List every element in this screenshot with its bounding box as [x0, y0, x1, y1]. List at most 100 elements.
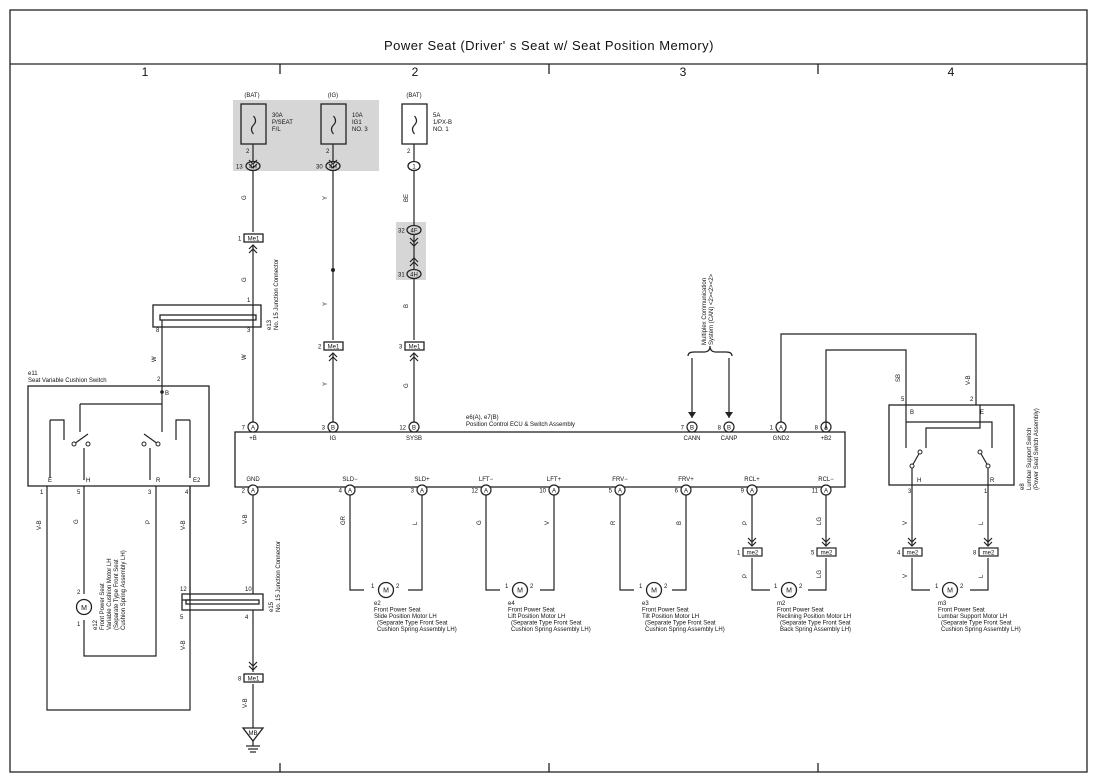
svg-text:GND2: GND2 [773, 436, 790, 442]
svg-text:Cushion Spring Assembly LH): Cushion Spring Assembly LH) [645, 627, 725, 633]
svg-text:Me1: Me1 [248, 237, 260, 243]
svg-text:(Power Seat Switch Assembly): (Power Seat Switch Assembly) [1034, 408, 1040, 490]
variable-cushion-motor: M 2 1 e12 Front Power Seat Variable Cush… [75, 550, 127, 630]
svg-text:A: A [824, 488, 828, 494]
lumbar-wiring: SB V-B [780, 333, 977, 430]
svg-text:SYSB: SYSB [406, 436, 422, 442]
svg-text:1: 1 [77, 622, 81, 628]
svg-text:Reclining Position Motor LH: Reclining Position Motor LH [777, 614, 851, 620]
svg-text:G: G [477, 520, 483, 525]
junction-connector-e15: 12 10 5 4 e15 No. 15 Junction Connector [180, 541, 282, 621]
svg-text:2: 2 [664, 584, 668, 590]
diagram-title: Power Seat (Driver' s Seat w/ Seat Posit… [384, 38, 714, 53]
svg-text:(Separate Type Front Seat: (Separate Type Front Seat [941, 621, 1012, 627]
svg-text:NO. 1: NO. 1 [433, 127, 449, 133]
svg-text:me2: me2 [907, 551, 919, 557]
svg-text:2: 2 [246, 149, 250, 155]
svg-text:No. 15 Junction Connector: No. 15 Junction Connector [274, 259, 280, 330]
svg-text:m3: m3 [938, 601, 947, 607]
svg-text:31: 31 [398, 273, 405, 279]
svg-text:5: 5 [609, 488, 613, 494]
svg-text:(BAT): (BAT) [406, 93, 421, 99]
svg-text:(Separate Type Front Seat: (Separate Type Front Seat [780, 621, 851, 627]
svg-text:2: 2 [77, 590, 81, 596]
svg-text:B: B [404, 304, 410, 308]
svg-text:B: B [677, 521, 683, 525]
svg-text:M: M [947, 588, 953, 595]
svg-text:MB: MB [249, 731, 258, 737]
svg-text:5A: 5A [433, 113, 440, 119]
svg-text:e12: e12 [93, 619, 99, 630]
svg-text:H: H [86, 478, 90, 484]
svg-text:1: 1 [371, 584, 375, 590]
svg-text:A: A [251, 425, 255, 431]
svg-text:4: 4 [897, 551, 901, 557]
svg-text:me2: me2 [821, 551, 833, 557]
svg-text:M: M [517, 588, 523, 595]
svg-text:A: A [420, 488, 424, 494]
svg-text:6: 6 [675, 488, 679, 494]
svg-text:2: 2 [396, 584, 400, 590]
svg-text:1: 1 [770, 425, 774, 431]
connector-me1-3: Me1 3 [399, 341, 425, 362]
svg-text:SLD+: SLD+ [414, 477, 430, 483]
ecu-pin-b: A7+B [242, 421, 259, 442]
svg-text:System (CAN) <2><2><2>: System (CAN) <2><2><2> [709, 273, 715, 345]
svg-text:M: M [383, 588, 389, 595]
svg-text:Tilt Position Motor LH: Tilt Position Motor LH [642, 614, 699, 620]
svg-text:13: 13 [236, 165, 243, 171]
svg-text:7: 7 [681, 425, 685, 431]
svg-text:1: 1 [984, 489, 988, 495]
column-4: 4 [948, 65, 955, 79]
svg-text:3: 3 [247, 328, 251, 334]
svg-text:1: 1 [774, 584, 778, 590]
svg-text:e3: e3 [642, 601, 649, 607]
svg-text:5: 5 [180, 615, 184, 621]
svg-text:Lift Position Motor LH: Lift Position Motor LH [508, 614, 565, 620]
svg-text:11: 11 [812, 488, 819, 494]
svg-text:A: A [750, 488, 754, 494]
svg-text:Cushion Spring Assembly LH): Cushion Spring Assembly LH) [121, 550, 127, 630]
svg-text:Slide Position Motor LH: Slide Position Motor LH [374, 614, 437, 620]
lumbar-support-switch: 5 2 B E H R 3 1 e8 Lumbar Support Switch… [888, 397, 1040, 495]
svg-text:V: V [903, 521, 909, 525]
power-wires [248, 144, 415, 422]
svg-text:Me1: Me1 [409, 345, 421, 351]
svg-text:A: A [348, 488, 352, 494]
svg-text:(Separate Type Front Seat: (Separate Type Front Seat [645, 621, 716, 627]
svg-text:R: R [990, 478, 995, 484]
svg-text:e6(A), e7(B): e6(A), e7(B) [466, 415, 499, 421]
svg-text:1: 1 [238, 237, 242, 243]
svg-text:5: 5 [811, 551, 815, 557]
svg-text:3: 3 [411, 488, 415, 494]
svg-text:A: A [552, 488, 556, 494]
svg-text:3: 3 [148, 490, 152, 496]
svg-text:V-B: V-B [181, 640, 187, 650]
column-1: 1 [142, 65, 149, 79]
svg-text:R: R [611, 520, 617, 525]
svg-text:E: E [48, 478, 52, 484]
svg-text:Me1: Me1 [328, 345, 340, 351]
svg-text:8: 8 [815, 425, 819, 431]
svg-text:1: 1 [40, 490, 44, 496]
svg-text:CANP: CANP [721, 436, 738, 442]
svg-text:IG: IG [330, 436, 337, 442]
svg-text:G: G [242, 195, 248, 200]
svg-text:(IG): (IG) [328, 93, 338, 99]
svg-text:4H: 4H [410, 273, 418, 279]
svg-text:3: 3 [322, 425, 326, 431]
svg-text:m2: m2 [777, 601, 786, 607]
svg-text:R: R [156, 478, 161, 484]
svg-text:L: L [979, 574, 985, 578]
svg-text:8: 8 [238, 677, 242, 683]
